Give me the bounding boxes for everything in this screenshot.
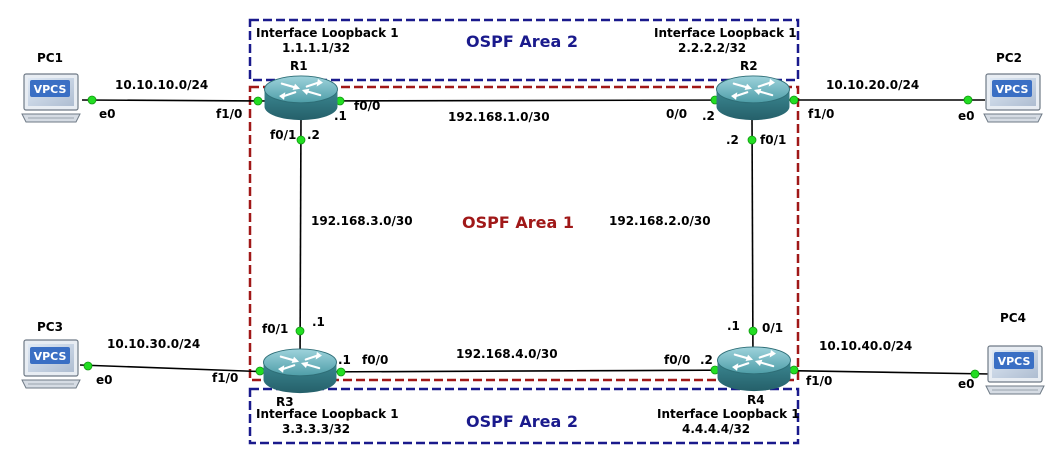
link-r1-r3 (299, 114, 302, 366)
r1-port-f0-1: f0/1 (270, 128, 296, 142)
r4-loopback-title: Interface Loopback 1 (657, 407, 800, 421)
router-r3-icon[interactable] (262, 347, 338, 395)
r3-name: R3 (276, 395, 294, 409)
r1-port-f0-1-host: .2 (307, 128, 320, 142)
pc2-badge: VPCS (996, 83, 1029, 96)
link-pc1-r1 (81, 99, 273, 102)
area-2-bottom-box (248, 387, 800, 445)
links (79, 99, 991, 375)
pc1-badge: VPCS (34, 83, 67, 96)
area-2-top-box (248, 18, 800, 82)
r1-port-f0-0: f0/0 (354, 99, 380, 113)
subnet-r2-r4: 192.168.2.0/30 (609, 214, 711, 228)
subnet-pc3-r3: 10.10.30.0/24 (107, 337, 200, 351)
r1-loopback-title: Interface Loopback 1 (256, 26, 399, 40)
pc1-name: PC1 (37, 51, 63, 65)
r2-name: R2 (740, 59, 758, 73)
r4-loopback-ip: 4.4.4.4/32 (682, 422, 750, 436)
r2-port-f0-1-host: .2 (726, 133, 739, 147)
area-1-title: OSPF Area 1 (462, 213, 574, 232)
pc1-iface: e0 (99, 107, 116, 121)
pc3-iface: e0 (96, 373, 113, 387)
link-pc3-r3 (79, 364, 273, 373)
area-2-top-title: OSPF Area 2 (466, 32, 578, 51)
subnet-pc2-r2: 10.10.20.0/24 (826, 78, 919, 92)
r2-port-f1-0: f1/0 (808, 107, 834, 121)
pc3-badge: VPCS (34, 350, 67, 363)
area-2-bottom-title: OSPF Area 2 (466, 412, 578, 431)
r4-port-f0-0: f0/0 (664, 353, 690, 367)
r1-port-f0-0-host: .1 (334, 109, 347, 123)
router-r4-icon[interactable] (716, 345, 792, 393)
r3-port-f0-1: f0/1 (262, 322, 288, 336)
pc4-name: PC4 (1000, 311, 1026, 325)
r2-loopback-title: Interface Loopback 1 (654, 26, 797, 40)
subnet-r1-r2: 192.168.1.0/30 (448, 110, 550, 124)
r4-port-0-1-host: .1 (727, 319, 740, 333)
r3-loopback-ip: 3.3.3.3/32 (282, 422, 350, 436)
vpcs-badges: VPCS VPCS VPCS VPCS (30, 80, 1034, 369)
subnet-pc1-r1: 10.10.10.0/24 (115, 78, 208, 92)
link-r3-r4 (299, 369, 753, 373)
subnet-pc4-r4: 10.10.40.0/24 (819, 339, 912, 353)
subnet-r1-r3: 192.168.3.0/30 (311, 214, 413, 228)
link-r2-r4 (751, 114, 754, 366)
r4-port-f0-0-host: .2 (700, 353, 713, 367)
r3-port-f0-0: f0/0 (362, 353, 388, 367)
r1-port-f1-0: f1/0 (216, 107, 242, 121)
r3-port-f1-0: f1/0 (212, 371, 238, 385)
pc2-name: PC2 (996, 51, 1022, 65)
r4-name: R4 (747, 393, 765, 407)
r3-loopback-title: Interface Loopback 1 (256, 407, 399, 421)
r2-port-0-0: 0/0 (666, 107, 687, 121)
r4-port-f1-0: f1/0 (806, 374, 832, 388)
r2-loopback-ip: 2.2.2.2/32 (678, 41, 746, 55)
area-1-box (248, 85, 800, 382)
pc4-badge: VPCS (998, 355, 1031, 368)
link-r1-r2 (299, 99, 753, 102)
r2-port-f0-1: f0/1 (760, 133, 786, 147)
router-r2-icon[interactable] (715, 74, 791, 122)
r1-name: R1 (290, 59, 308, 73)
r3-port-f0-1-host: .1 (312, 315, 325, 329)
router-r1-icon[interactable] (263, 74, 339, 122)
r1-loopback-ip: 1.1.1.1/32 (282, 41, 350, 55)
pc3-name: PC3 (37, 320, 63, 334)
r4-port-0-1: 0/1 (762, 321, 783, 335)
r3-port-f0-0-host: .1 (338, 353, 351, 367)
subnet-r3-r4: 192.168.4.0/30 (456, 347, 558, 361)
pc2-iface: e0 (958, 109, 975, 123)
pc4-iface: e0 (958, 377, 975, 391)
link-status-dots (83, 95, 980, 379)
r2-port-0-0-host: .2 (702, 109, 715, 123)
